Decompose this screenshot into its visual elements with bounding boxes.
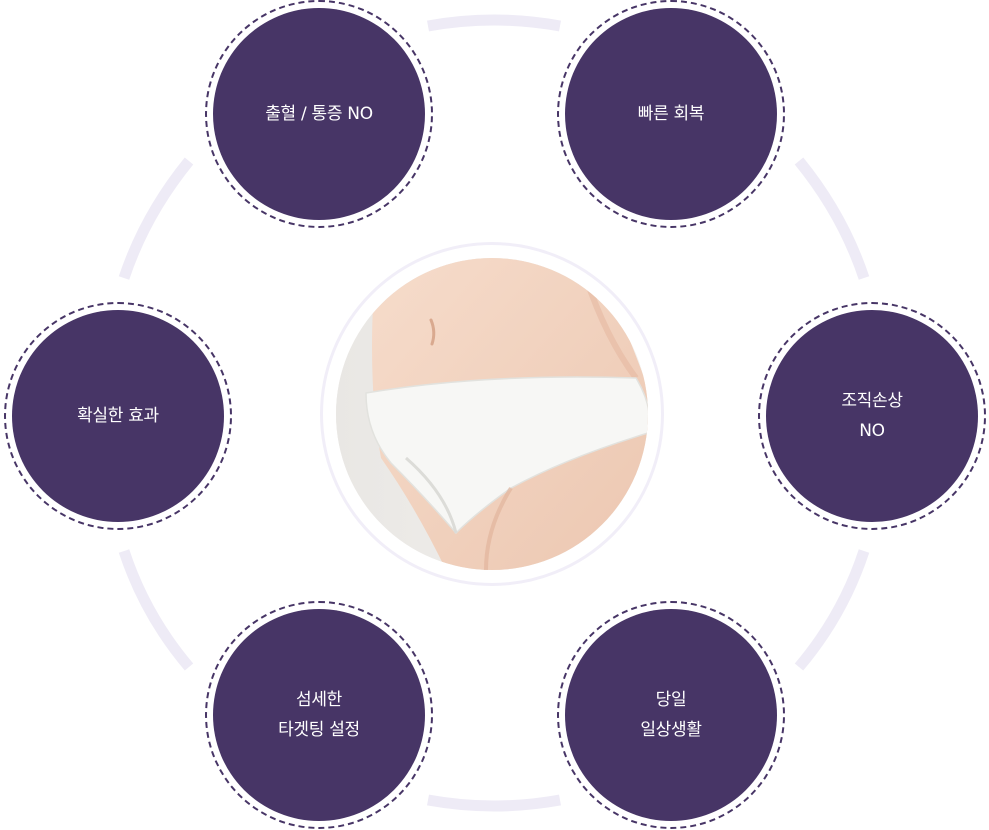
feature-sure-effect: 확실한 효과 [4, 302, 232, 530]
arc-top [427, 14, 561, 32]
feature-label-line-2: 일상생활 [640, 720, 702, 740]
arc-bottom [427, 794, 561, 812]
feature-circle: 섬세한 타겟팅 설정 [213, 609, 425, 821]
feature-label: 빠른 회복 [637, 104, 705, 124]
navel [429, 318, 436, 346]
feature-label: 확실한 효과 [77, 406, 159, 426]
arc-lower-right [794, 549, 870, 671]
underwear-shadow [405, 456, 458, 534]
feature-circle: 빠른 회복 [565, 8, 777, 220]
thigh-line [484, 486, 513, 570]
feature-same-day-daily-life: 당일 일상생활 [557, 601, 785, 829]
feature-precise-targeting: 섬세한 타겟팅 설정 [205, 601, 433, 829]
feature-label: 출혈 / 통증 NO [265, 104, 373, 124]
arc-upper-left [118, 157, 194, 280]
feature-fast-recovery: 빠른 회복 [557, 0, 785, 228]
feature-circle: 확실한 효과 [12, 310, 224, 522]
torso-photo [336, 258, 648, 570]
feature-label-line-2: NO [859, 421, 885, 441]
torso-photo-icon [336, 258, 648, 570]
feature-label-line-2: 타겟팅 설정 [278, 720, 360, 740]
feature-circle: 당일 일상생활 [565, 609, 777, 821]
feature-circle: 조직손상 NO [766, 310, 978, 522]
arc-lower-left [118, 549, 194, 671]
feature-circle: 출혈 / 통증 NO [213, 8, 425, 220]
feature-no-bleeding-pain: 출혈 / 통증 NO [205, 0, 433, 228]
center-photo-frame [320, 242, 664, 586]
feature-label-line-1: 조직손상 [841, 391, 903, 411]
underwear [365, 376, 648, 535]
waist-shadow [583, 277, 639, 380]
feature-label-line-1: 섬세한 [295, 690, 343, 710]
arc-upper-right [794, 157, 870, 280]
feature-label-line-1: 당일 [655, 690, 687, 710]
feature-no-tissue-damage: 조직손상 NO [758, 302, 986, 530]
